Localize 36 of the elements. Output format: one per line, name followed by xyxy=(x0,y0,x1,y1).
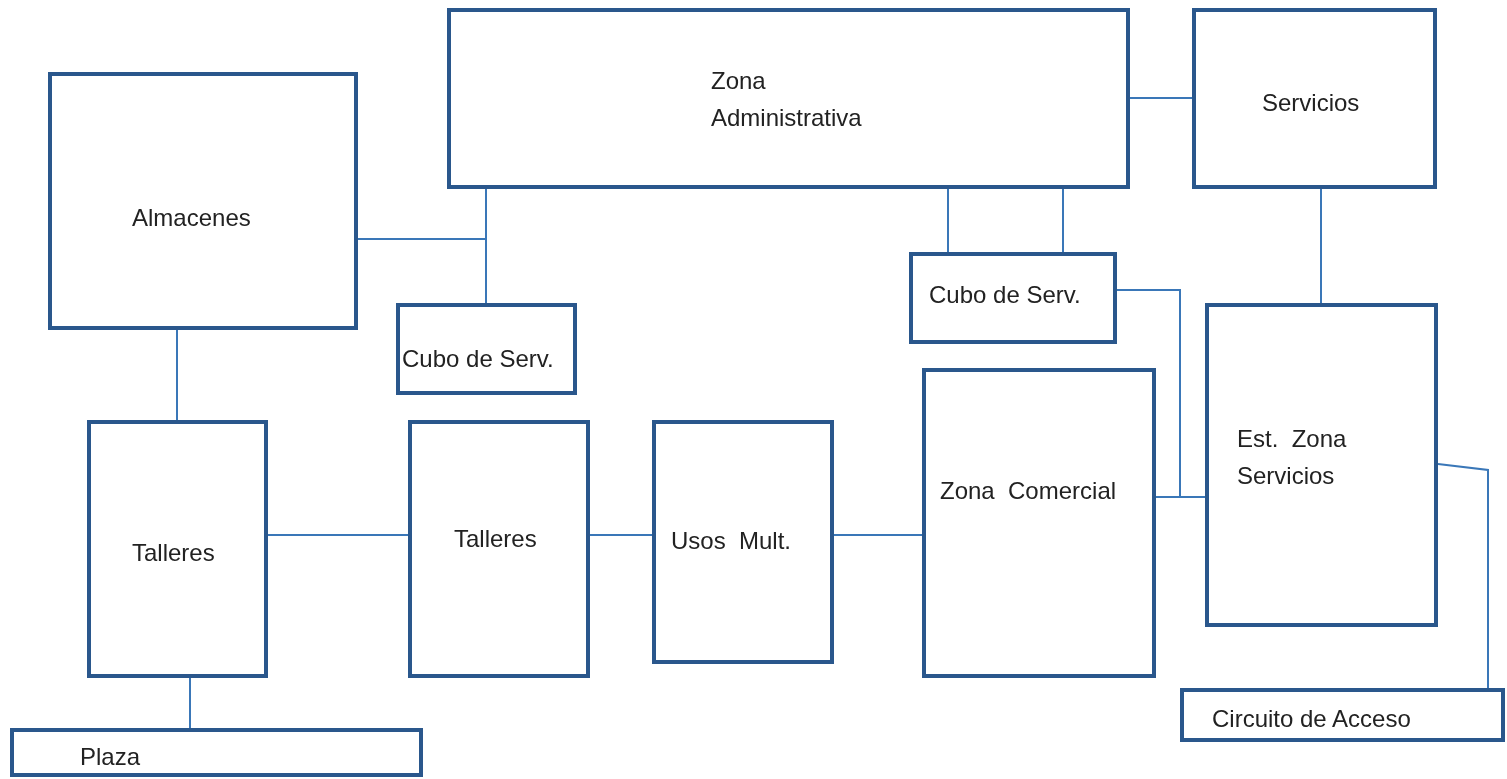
zone-label: Almacenes xyxy=(132,203,251,233)
zone-label: Cubo de Serv. xyxy=(929,280,1081,310)
zone-label: Cubo de Serv. xyxy=(402,344,554,374)
connector-line xyxy=(1155,496,1206,498)
zone-label: Est. Zona Servicios xyxy=(1237,424,1348,491)
connector-line xyxy=(589,534,653,536)
zone-label: Zona Comercial xyxy=(940,476,1117,506)
zone-box xyxy=(48,72,358,330)
zone-label: Talleres xyxy=(454,524,537,554)
zone-box xyxy=(447,8,1130,189)
zone-box xyxy=(909,252,1117,344)
connector-line xyxy=(1437,463,1489,689)
connector-line xyxy=(833,534,923,536)
connector-line xyxy=(267,534,409,536)
zone-box xyxy=(87,420,268,678)
zone-box xyxy=(922,368,1156,678)
connector-line xyxy=(1320,188,1322,304)
zone-label: Zona Administrativa xyxy=(711,66,863,133)
zone-label: Plaza xyxy=(80,742,141,772)
connector-line xyxy=(176,329,178,421)
zone-label: Talleres xyxy=(132,538,215,568)
zone-box xyxy=(1192,8,1437,189)
zone-box xyxy=(10,728,423,777)
zone-label: Usos Mult. xyxy=(671,526,792,556)
zone-box xyxy=(652,420,834,664)
zone-box xyxy=(1205,303,1438,627)
zone-box xyxy=(1180,688,1505,742)
connector-line xyxy=(947,188,949,253)
zone-box xyxy=(408,420,590,678)
connector-line xyxy=(357,238,487,304)
connector-line xyxy=(1129,97,1193,99)
zone-label: Servicios xyxy=(1262,88,1360,118)
connector-line xyxy=(1062,188,1064,253)
connector-line xyxy=(189,677,191,729)
zone-label: Circuito de Acceso xyxy=(1212,704,1411,734)
zone-box xyxy=(396,303,577,395)
